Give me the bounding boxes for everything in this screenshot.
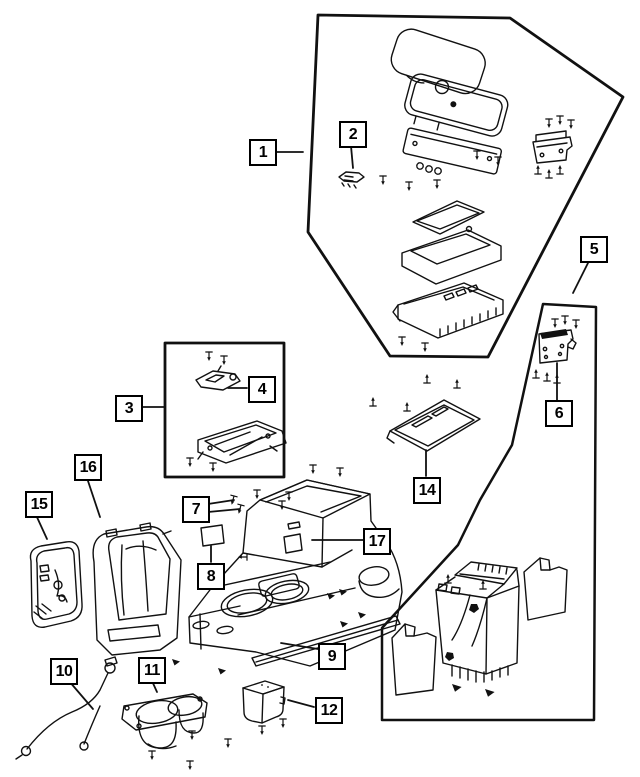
part-console-front-frame-sketch: [92, 522, 182, 656]
callout-12-label: 12: [320, 701, 338, 719]
leader-7b: [207, 508, 241, 513]
callout-3-label: 3: [124, 399, 134, 417]
callout-8-label: 8: [206, 567, 216, 585]
callout-14[interactable]: 14: [413, 477, 441, 504]
callout-6[interactable]: 6: [545, 400, 573, 427]
part-hinge-plate-sketch: [402, 127, 503, 175]
part-rear-console-sketch: [435, 561, 520, 683]
leader-7a: [207, 499, 235, 505]
callout-4[interactable]: 4: [248, 376, 276, 403]
callout-3[interactable]: 3: [115, 395, 143, 422]
callout-9[interactable]: 9: [318, 643, 346, 670]
part-armrest-lid-sketch: [390, 28, 486, 95]
callout-5[interactable]: 5: [580, 236, 608, 263]
part-latch-base-sketch: [197, 420, 287, 464]
callout-8[interactable]: 8: [197, 563, 225, 590]
leader-9: [280, 642, 319, 650]
callout-10-label: 10: [55, 662, 73, 680]
callout-16[interactable]: 16: [74, 454, 102, 481]
callout-4-label: 4: [257, 380, 267, 398]
callout-2-label: 2: [348, 125, 358, 143]
callout-15[interactable]: 15: [25, 491, 53, 518]
callout-7[interactable]: 7: [182, 496, 210, 523]
callout-7-label: 7: [191, 500, 201, 518]
part-lid-latch-sketch: [195, 365, 241, 391]
part-mount-bracket-sketch: [532, 130, 573, 164]
part-gasket-sketch: [412, 200, 485, 235]
callout-1[interactable]: 1: [249, 139, 277, 166]
leader-lines: [35, 145, 589, 710]
callout-14-label: 14: [418, 481, 436, 499]
callout-1-label: 1: [258, 143, 268, 161]
part-lid-frame-sketch: [404, 73, 509, 137]
region-3-outline: [163, 341, 286, 479]
callout-17[interactable]: 17: [363, 528, 391, 555]
part-rear-bracket-sketch: [538, 329, 577, 364]
leader-15: [35, 514, 48, 540]
callout-11-label: 11: [144, 661, 160, 679]
callout-12[interactable]: 12: [315, 697, 343, 724]
part-support-plate-sketch: [386, 399, 481, 452]
leader-12: [287, 699, 315, 708]
part-lamp-wiring-sketch: [15, 656, 118, 760]
part-lower-tray-sketch: [392, 282, 504, 339]
part-console-bin-sketch: [242, 680, 286, 724]
callout-2[interactable]: 2: [339, 121, 367, 148]
leader-16: [86, 477, 101, 518]
part-storage-bin-sketch: [401, 225, 502, 285]
region-5-outline: [380, 302, 598, 722]
part-shifter-bezel-sketch: [29, 541, 83, 628]
part-label-card-sketch: [200, 524, 225, 547]
callout-10[interactable]: 10: [50, 658, 78, 685]
callout-6-label: 6: [554, 404, 564, 422]
leader-5: [572, 262, 589, 294]
part-mat-left-sketch: [391, 623, 437, 696]
callout-15-label: 15: [30, 495, 48, 513]
part-latch-clip-sketch: [338, 171, 365, 189]
part-cup-holder-sketch: [121, 693, 208, 750]
callout-16-label: 16: [79, 458, 97, 476]
callout-5-label: 5: [589, 240, 599, 258]
leader-2: [350, 145, 354, 169]
region-1-outline: [306, 13, 625, 359]
callout-17-label: 17: [368, 532, 386, 550]
leader-10: [68, 680, 94, 710]
callout-9-label: 9: [327, 647, 337, 665]
screw-icons: [148, 115, 580, 771]
part-mat-right-sketch: [523, 557, 568, 621]
callout-11[interactable]: 11: [138, 657, 166, 684]
